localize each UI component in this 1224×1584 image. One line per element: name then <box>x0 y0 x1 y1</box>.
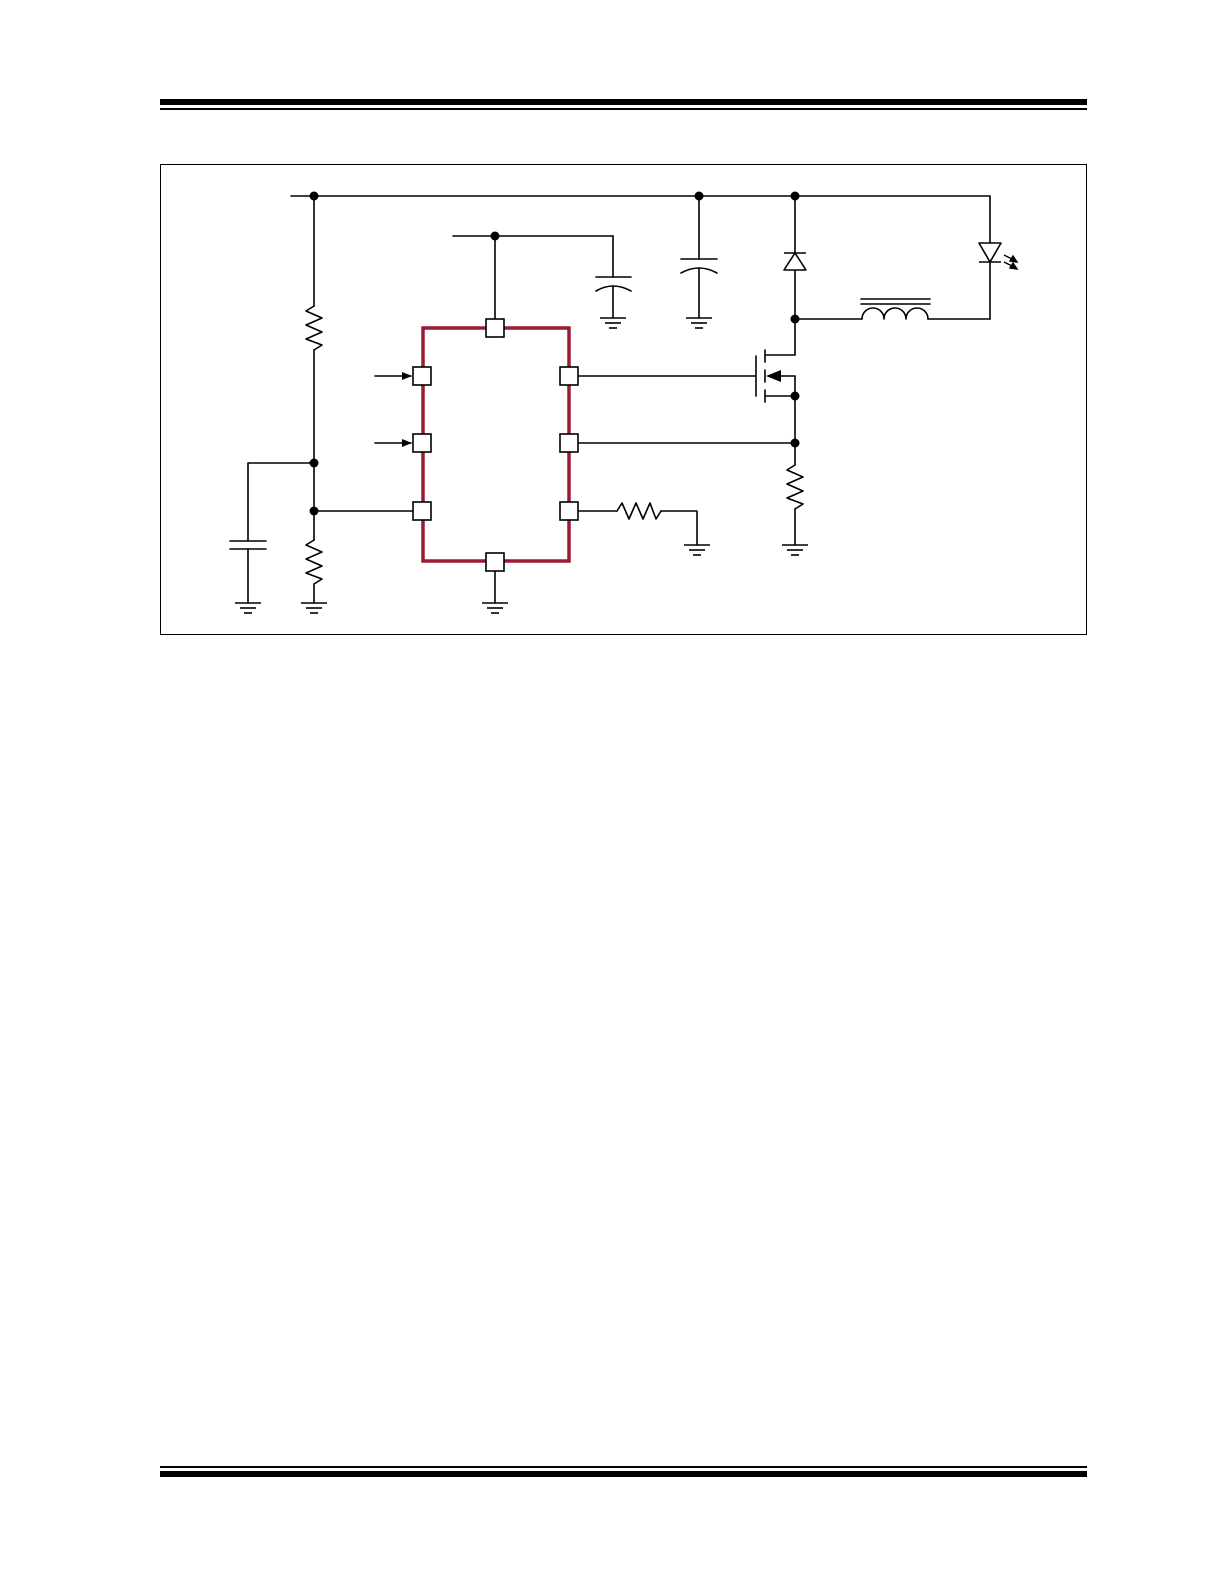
ground-symbol <box>683 544 711 556</box>
junction-dot <box>309 458 319 468</box>
junction-dot <box>490 231 500 241</box>
diode <box>783 252 807 271</box>
junction-dot <box>694 191 704 201</box>
ic-pin-left-2 <box>412 433 432 453</box>
junction-dot <box>309 506 319 516</box>
junction-dot <box>790 191 800 201</box>
ground-symbol <box>781 544 809 556</box>
resistor-top-left <box>305 305 323 351</box>
junction-dot <box>309 191 319 201</box>
ground-symbol <box>481 602 509 614</box>
inductor <box>861 307 929 320</box>
ground-symbol <box>685 317 713 329</box>
led <box>978 242 1002 263</box>
header-rule-thick <box>160 99 1087 105</box>
led-light-arrows <box>1003 254 1019 270</box>
ic-pin-right-2 <box>559 433 579 453</box>
mosfet-arrow <box>766 370 781 382</box>
junction-dot <box>790 438 800 448</box>
ic-pin-bottom <box>485 552 505 572</box>
capacitor-filter <box>229 540 267 550</box>
resistor-sense <box>786 464 804 510</box>
footer-rule-thick <box>160 1471 1087 1477</box>
resistor-right <box>616 502 662 520</box>
junction-dot <box>790 314 800 324</box>
header-rule-thin <box>160 108 1087 110</box>
ground-symbol <box>599 317 627 329</box>
resistor-bottom-left <box>305 539 323 585</box>
ic-pin-right-1 <box>559 366 579 386</box>
junction-dot <box>790 391 800 401</box>
ic-pin-left-3 <box>412 501 432 521</box>
ic-pin-right-3 <box>559 501 579 521</box>
ground-symbol <box>300 602 328 614</box>
ic-pin-left-1 <box>412 366 432 386</box>
ic-package <box>421 326 571 563</box>
ground-symbol <box>234 602 262 614</box>
ic-pin-top <box>485 318 505 338</box>
figure-border <box>160 164 1087 635</box>
footer-rule-thin <box>160 1466 1087 1468</box>
